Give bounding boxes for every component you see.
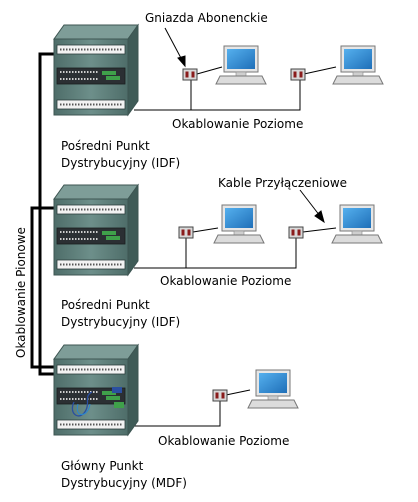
wall-outlet-icon	[290, 68, 306, 81]
wall-outlet-icon	[182, 68, 198, 81]
callout-arrows	[164, 27, 325, 224]
mdf-rack	[53, 344, 139, 436]
mdf-label-line2: Dystrybucyjny (MDF)	[61, 476, 187, 490]
mdf-patch-cables	[71, 387, 124, 417]
idf-rack-2	[53, 184, 139, 276]
workstation-icon	[213, 204, 265, 244]
wall-outlet-icon	[212, 389, 228, 402]
workstation-icon	[332, 45, 384, 85]
horizontal-cabling-label-3: Okablowanie Poziome	[158, 434, 290, 448]
rack-2-label-line1: Pośredni Punkt	[61, 298, 150, 312]
idf-rack-1	[53, 24, 139, 116]
rack-1-label-line2: Dystrybucyjny (IDF)	[61, 156, 181, 170]
vertical-backbone	[30, 52, 55, 376]
horizontal-cabling-label-1: Okablowanie Poziome	[172, 117, 304, 131]
patch-cables-label: Kable Przyłączeniowe	[218, 176, 348, 190]
rack-2-label-line2: Dystrybucyjny (IDF)	[61, 315, 181, 329]
vertical-cabling-label: Okablowanie Pionowe	[14, 227, 28, 358]
wall-outlet-icon	[178, 226, 194, 239]
mdf-label-line1: Główny Punkt	[61, 459, 144, 473]
rack-1-label-line1: Pośredni Punkt	[61, 139, 150, 153]
workstation-icon	[331, 204, 383, 244]
workstation-icon	[247, 369, 299, 409]
wall-outlets-label: Gniazda Abonenckie	[145, 11, 268, 25]
horizontal-cabling-label-2: Okablowanie Poziome	[160, 274, 292, 288]
horizontal-cabling	[134, 66, 337, 427]
wall-outlet-icon	[288, 226, 304, 239]
workstation-icon	[215, 45, 267, 85]
